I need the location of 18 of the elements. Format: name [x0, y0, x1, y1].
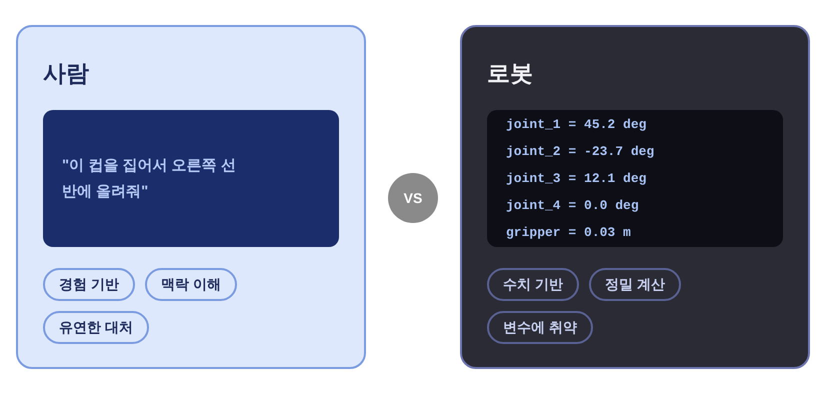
tag-pill: 변수에 취약 [487, 311, 593, 344]
comparison-card [460, 25, 810, 369]
code-line: gripper = 0.03 m [506, 224, 632, 242]
tag-pill: 맥락 이해 [144, 268, 237, 301]
tag-pill: 유연한 대처 [43, 311, 149, 344]
code-line: joint_3 = 12.1 deg [506, 170, 648, 188]
quote-box [43, 110, 339, 247]
card-title: 사람 [43, 59, 90, 88]
code-line: joint_2 = -23.7 deg [506, 142, 656, 160]
card-title: 로봇 [487, 59, 534, 88]
tag-pill: 경험 기반 [43, 268, 135, 301]
code-line: joint_4 = 0.0 deg [506, 196, 640, 214]
code-line: joint_1 = 45.2 deg [506, 116, 648, 134]
comparison-card [16, 25, 366, 369]
tag-pill: 정밀 계산 [588, 268, 681, 301]
code-box [487, 110, 783, 247]
quote-text: "이 컵을 집어서 오른쪽 선반에 올려줘" [62, 156, 237, 202]
tag-pill: 수치 기반 [487, 268, 579, 301]
